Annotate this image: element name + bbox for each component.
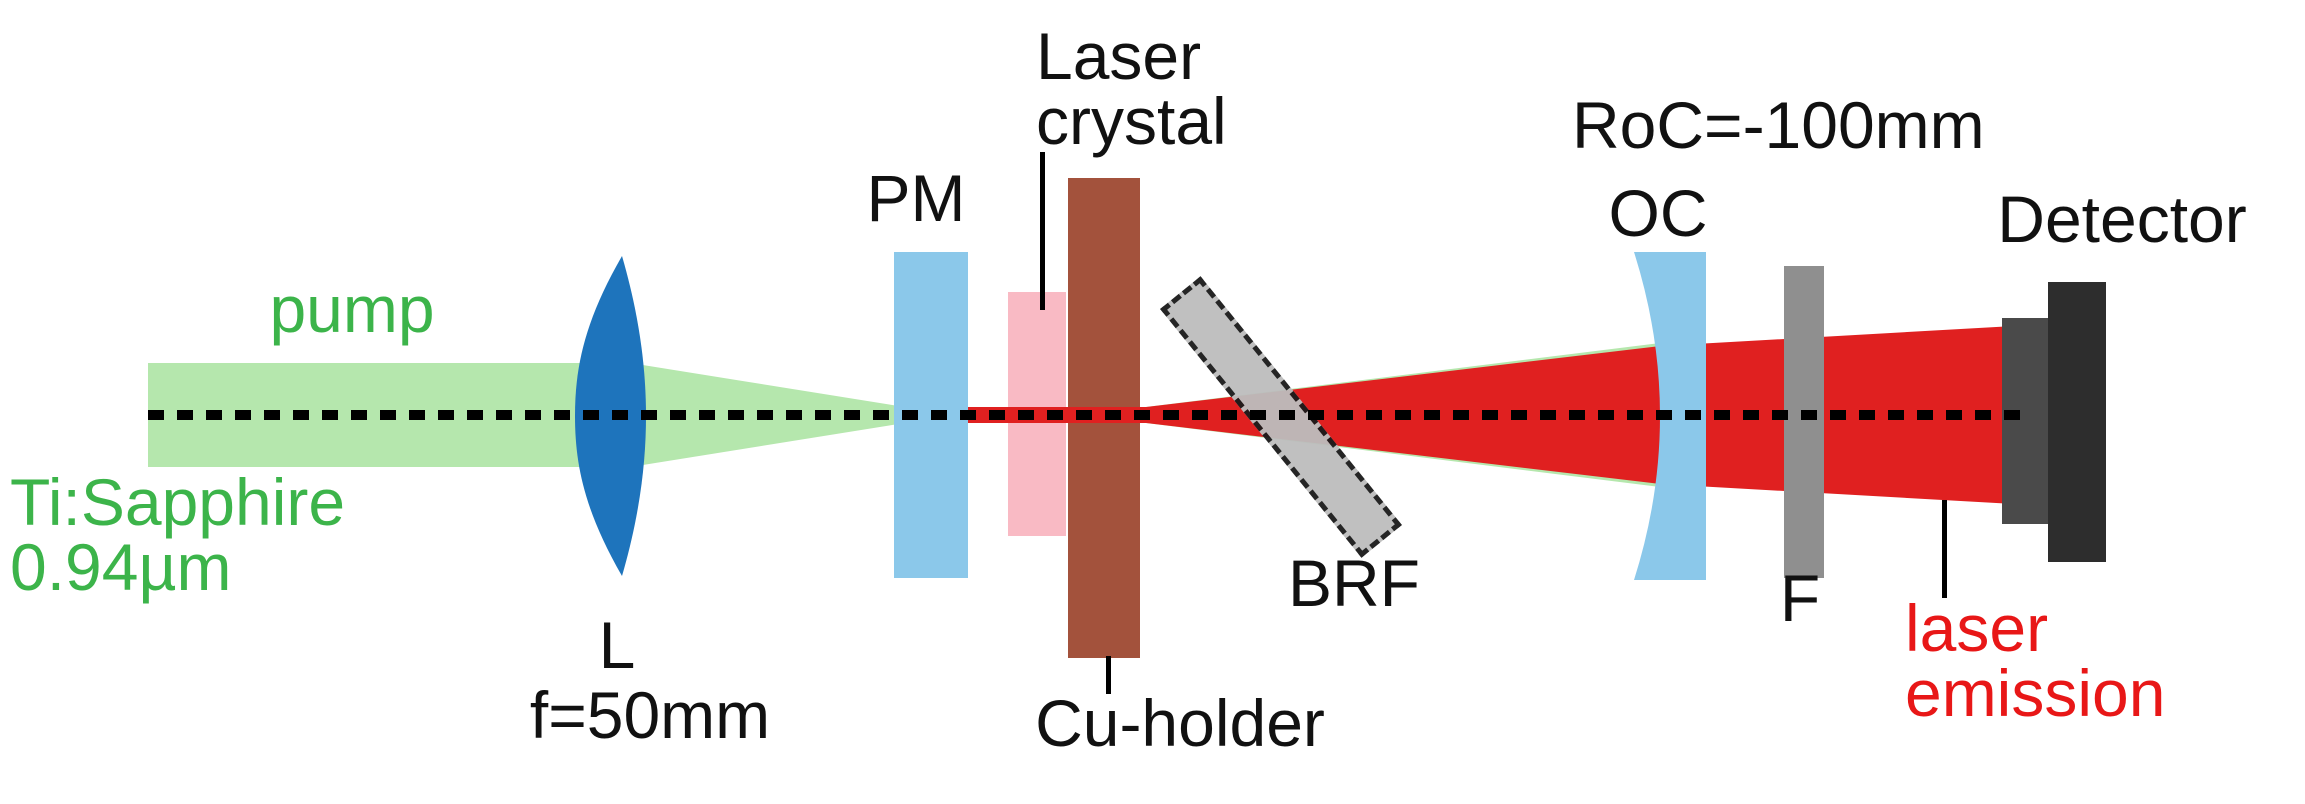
pump-label: pump <box>269 272 435 346</box>
detector-front <box>2002 318 2054 524</box>
oc-label: OC <box>1608 176 1708 250</box>
laser-crystal-label: Laser crystal <box>1036 19 1227 158</box>
laser-emission-label-line2: emission <box>1905 655 2166 730</box>
laser-emission-label-line1: laser <box>1905 591 2049 665</box>
oc-roc-label: RoC=-100mm <box>1572 88 1985 162</box>
crystal-pointer-line <box>1040 152 1045 310</box>
laser-crystal-label-line1: Laser <box>1036 19 1202 93</box>
lens-focal-label: f=50mm <box>529 678 771 752</box>
cu-holder-pointer-line <box>1106 656 1111 694</box>
pump-source-label: Ti:Sapphire 0.94µm <box>10 465 346 604</box>
laser-crystal-label-line2: crystal <box>1036 83 1227 158</box>
lens-label: L <box>598 608 636 682</box>
pump-wavelength: 0.94µm <box>10 529 232 604</box>
brf-label: BRF <box>1288 546 1420 620</box>
detector-body <box>2048 282 2106 562</box>
pump-mirror-label: PM <box>866 161 966 235</box>
filter <box>1784 266 1824 578</box>
pump-source-name: Ti:Sapphire <box>10 465 346 539</box>
detector-label: Detector <box>1997 182 2247 256</box>
optical-axis <box>148 410 2020 420</box>
emission-pointer-line <box>1942 500 1947 598</box>
cu-holder-label: Cu-holder <box>1035 686 1325 760</box>
filter-label: F <box>1779 561 1821 635</box>
laser-emission-label: laser emission <box>1905 591 2166 730</box>
